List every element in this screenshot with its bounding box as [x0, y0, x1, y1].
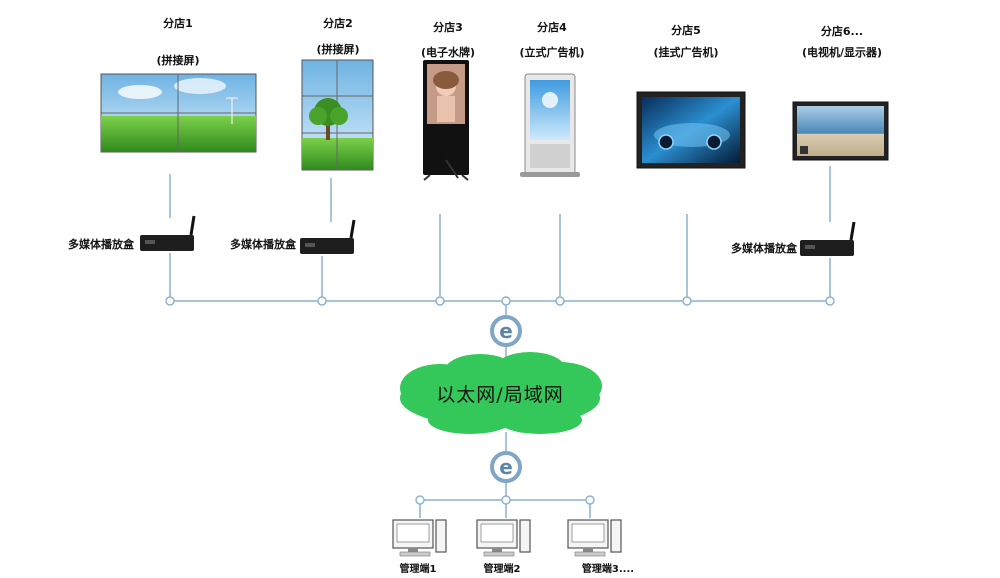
player-box-label-2: 多媒体播放盒 [230, 238, 296, 251]
terminal-label-1: 管理端1 [399, 564, 437, 575]
media-player-box-icon [300, 219, 356, 254]
store-type-4: (立式广告机) [519, 46, 585, 59]
player-box-label-3: 多媒体播放盒 [731, 242, 797, 255]
store-name-1: 分店1 [163, 17, 193, 30]
ethernet-glyph: e [499, 319, 513, 343]
cloud-icon [400, 352, 602, 434]
ethernet-glyph: e [499, 455, 513, 479]
media-player-box-icon [800, 221, 856, 256]
store-type-6: (电视机/显示器) [801, 46, 883, 59]
store-name-6: 分店6... [820, 25, 864, 38]
store-name-3: 分店3 [433, 21, 463, 34]
store-name-5: 分店5 [671, 24, 701, 37]
bus-nodes [165, 296, 835, 505]
store-type-3: (电子水牌) [420, 46, 476, 59]
digital-signage-display-3 [423, 60, 469, 181]
ethernet-icon: e [490, 315, 522, 347]
player-box-label-1: 多媒体播放盒 [68, 238, 134, 251]
store-type-1: (拼接屏) [156, 54, 200, 67]
ethernet-icon: e [490, 451, 522, 483]
computer-icon [567, 519, 622, 557]
computer-icon [392, 519, 447, 557]
video-wall-display-1 [100, 73, 257, 153]
video-wall-display-2 [301, 59, 374, 171]
media-player-box-icon [140, 215, 196, 251]
network-label: 以太网/局域网 [436, 384, 564, 406]
terminal-label-2: 管理端2 [483, 564, 521, 575]
store-type-2: (拼接屏) [316, 43, 360, 56]
standing-kiosk-display-4 [520, 73, 580, 177]
terminal-label-3: 管理端3.... [581, 564, 635, 575]
tv-monitor-display-6 [792, 101, 889, 161]
store-name-2: 分店2 [323, 17, 353, 30]
wall-mount-display-5 [636, 91, 746, 169]
computer-icon [476, 519, 531, 557]
store-name-4: 分店4 [537, 21, 567, 34]
store-type-5: (挂式广告机) [653, 46, 719, 59]
